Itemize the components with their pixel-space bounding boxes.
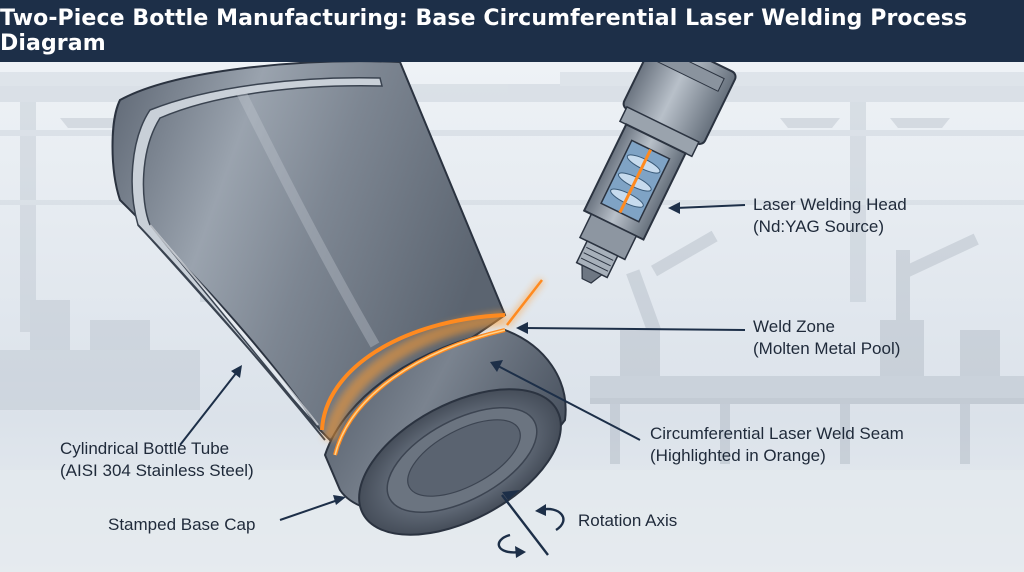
leader-arrows [179, 202, 746, 521]
label-weld-zone-line1: Weld Zone [753, 317, 835, 336]
laser-welding-head [575, 62, 737, 284]
label-laser-head-line2: (Nd:YAG Source) [753, 217, 885, 236]
label-bottle-tube: Cylindrical Bottle Tube (AISI 304 Stainl… [60, 438, 254, 482]
label-bottle-tube-line2: (AISI 304 Stainless Steel) [60, 461, 254, 480]
label-weld-seam-line2: (Highlighted in Orange) [650, 446, 826, 465]
label-rotation-axis-line1: Rotation Axis [578, 511, 678, 530]
diagram-canvas [0, 62, 1024, 572]
label-weld-seam: Circumferential Laser Weld Seam (Highlig… [650, 423, 904, 467]
label-bottle-tube-line1: Cylindrical Bottle Tube [60, 439, 230, 458]
label-weld-zone-line2: (Molten Metal Pool) [753, 339, 901, 358]
label-rotation-axis: Rotation Axis [578, 510, 677, 532]
label-weld-seam-line1: Circumferential Laser Weld Seam [650, 424, 904, 443]
rotation-axis-icon [497, 490, 565, 558]
label-laser-head-line1: Laser Welding Head [753, 195, 907, 214]
diagram-title: Two-Piece Bottle Manufacturing: Base Cir… [0, 0, 1024, 62]
label-base-cap-line1: Stamped Base Cap [108, 515, 256, 534]
label-weld-zone: Weld Zone (Molten Metal Pool) [753, 316, 900, 360]
label-laser-head: Laser Welding Head (Nd:YAG Source) [753, 194, 907, 238]
weld-seam-upper [320, 313, 506, 431]
bottle-assembly [111, 62, 567, 536]
label-base-cap: Stamped Base Cap [108, 514, 255, 536]
